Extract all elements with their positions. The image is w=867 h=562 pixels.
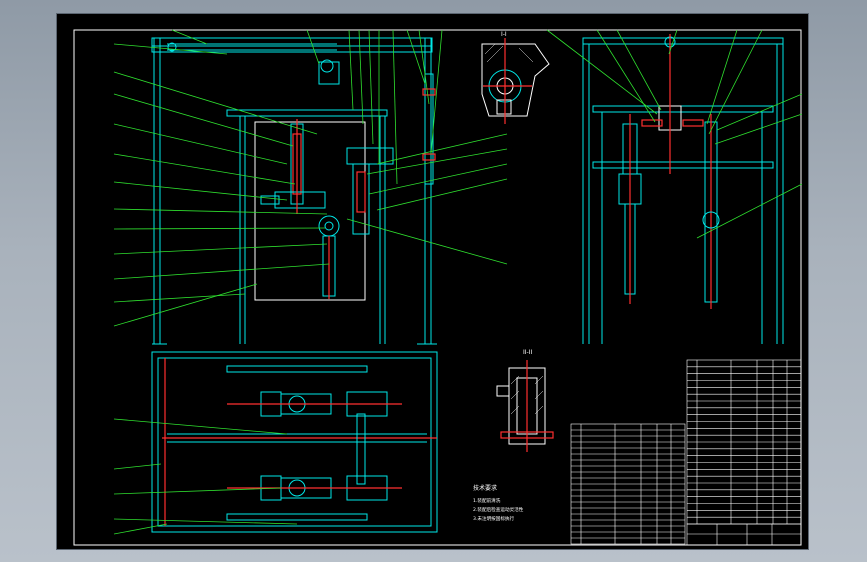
section-top-label: I-I [501,31,507,38]
section-bottom-label: II-II [523,349,532,356]
side-view [546,29,803,344]
section-view-bottom: II-II [496,349,554,452]
front-view [113,29,508,345]
notes-title: 技术要求 [473,484,497,492]
drawing-sheet: I-I [57,14,808,549]
notes-line-3: 3.未注明按国标执行 [473,515,515,522]
technical-notes: 技术要求 1.装配前清洗 2.装配后检查运动灵活性 3.未注明按国标执行 [473,484,524,522]
notes-line-2: 2.装配后检查运动灵活性 [473,506,524,513]
title-block [686,523,802,546]
parts-list-right [686,359,802,525]
plan-view [113,351,438,535]
parts-list-left [570,423,686,545]
section-view-top: I-I [481,31,550,124]
cad-drawing-canvas: I-I [73,29,803,546]
drawing-border [73,29,802,546]
notes-line-1: 1.装配前清洗 [473,497,501,504]
